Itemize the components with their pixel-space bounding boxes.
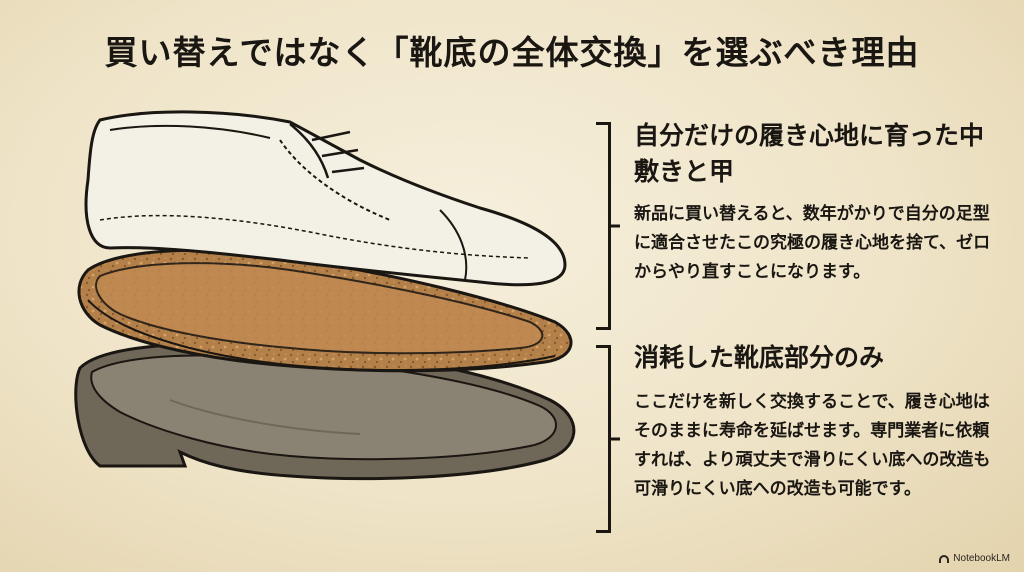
- section-sole: 消耗した靴底部分のみ ここだけを新しく交換することで、履き心地はそのままに寿命を…: [634, 340, 994, 504]
- page-title: 買い替えではなく「靴底の全体交換」を選ぶべき理由: [104, 33, 920, 72]
- shoe-exploded-illustration: [74, 110, 576, 481]
- section-body: 新品に買い替えると、数年がかりで自分の足型に適合させたこの究極の履き心地を捨て、…: [634, 204, 991, 282]
- section-heading: 消耗した靴底部分のみ: [634, 343, 885, 372]
- cork-insole: [77, 248, 573, 373]
- section-heading: 自分だけの履き心地に育った中敷きと甲: [634, 121, 985, 186]
- brand-watermark: NotebookLM: [939, 553, 1010, 564]
- section-body: ここだけを新しく交換することで、履き心地はそのままに寿命を延ばせます。専門業者に…: [634, 392, 991, 499]
- section-upper: 自分だけの履き心地に育った中敷きと甲 新品に買い替えると、数年がかりで自分の足型…: [634, 118, 994, 287]
- brand-label: NotebookLM: [953, 553, 1010, 564]
- leather-upper: [84, 110, 567, 287]
- bracket-upper: [596, 122, 611, 330]
- outsole: [74, 342, 576, 481]
- bracket-sole: [596, 345, 611, 533]
- notebooklm-icon: [939, 554, 950, 563]
